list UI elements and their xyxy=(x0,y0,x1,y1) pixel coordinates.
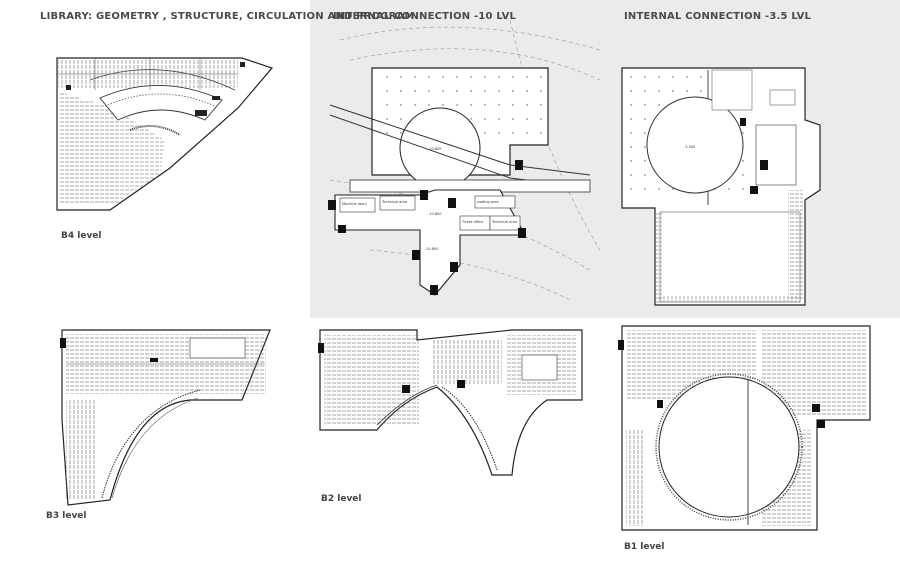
elev-a: -10.800 xyxy=(428,147,442,151)
level-label-b2: B2 level xyxy=(321,494,362,504)
floor-plan-b3 xyxy=(40,320,300,510)
label-technical-area: Technical area xyxy=(381,200,407,204)
connection-35-heading: INTERNAL CONNECTION -3.5 LVL xyxy=(624,11,812,22)
elev-b: -10.800 xyxy=(428,212,442,216)
label-ticket-office: Ticket office xyxy=(461,220,483,224)
connection-10-heading: INTERNAL CONNECTION -10 LVL xyxy=(333,11,517,22)
label-technical-area-2: Technical area xyxy=(491,220,517,224)
connection-10-plan: Machine room Technical area waiting area… xyxy=(310,0,610,318)
level-label-b1: B1 level xyxy=(624,542,665,552)
level-label-b4: B4 level xyxy=(61,231,102,241)
connection-35-plan: -3.500 xyxy=(610,0,900,318)
floor-plan-b4 xyxy=(0,0,310,320)
floor-plan-b1 xyxy=(612,320,900,542)
level-label-b3: B3 level xyxy=(46,511,87,521)
label-waiting-area: waiting area xyxy=(477,200,499,204)
floor-plan-b2 xyxy=(312,325,612,495)
elev-d: -3.500 xyxy=(684,145,695,149)
label-machine-room: Machine room xyxy=(342,202,367,206)
library-heading: LIBRARY: GEOMETRY , STRUCTURE, CIRCULATI… xyxy=(40,11,415,22)
elev-c: -10.800 xyxy=(425,247,439,251)
